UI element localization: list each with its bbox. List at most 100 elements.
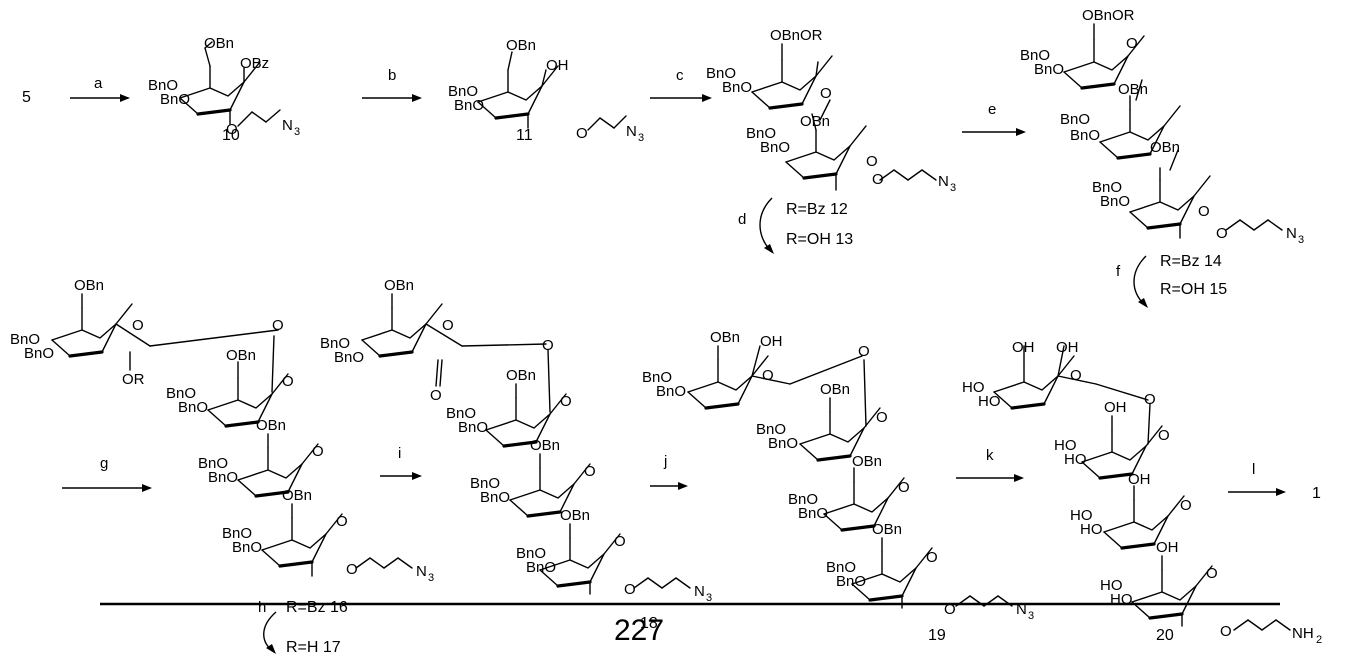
group-obn: OBn [384,277,414,294]
arrow-i-head [412,472,422,480]
ring-oxygen: O [1158,427,1170,444]
azide-n: N [626,123,637,140]
group-bno: BnO [760,139,790,156]
group-obnor: OBnOR [1082,7,1135,24]
ring-oxygen: O [1126,35,1138,52]
arrow-d [759,197,773,253]
ring-oxygen: O [1206,565,1218,582]
ring-oxygen: O [336,513,348,530]
group-bno: BnO [706,65,736,82]
compound-16-label: R=Bz 16 [286,599,348,616]
group-bno: BnO [148,77,178,94]
group-bno: BnO [768,435,798,452]
arrow-j-head [678,482,688,490]
azide-n: N [416,563,427,580]
ring-oxygen: O [614,533,626,550]
group-or: OR [122,371,145,388]
group-bno: BnO [1100,193,1130,210]
group-ho: HO [1064,451,1087,468]
ring-oxygen: O [876,409,888,426]
group-ho: HO [1054,437,1077,454]
product-label: 1 [1312,485,1321,502]
group-obnor: OBnOR [770,27,823,44]
group-bno: BnO [1034,61,1064,78]
step-a-label: a [94,75,103,92]
ring-oxygen: O [898,479,910,496]
group-oh: OH [1056,339,1079,356]
step-i-label: i [398,445,401,462]
group-oh: OH [546,57,569,74]
group-obn: OBn [226,347,256,364]
anomeric-oxygen: O [226,121,238,138]
group-bno: BnO [178,399,208,416]
step-e-label: e [988,101,996,118]
compound-10-label: 10 [222,127,240,144]
group-bno: BnO [722,79,752,96]
step-f-label: f [1116,263,1121,280]
group-obn: OBn [506,367,536,384]
azide-subscript: 3 [950,182,956,194]
amine-nh: NH [1292,625,1314,642]
ring-oxygen: O [762,367,774,384]
group-obn: OBn [820,381,850,398]
compound-14-label: R=Bz 14 [1160,253,1222,270]
group-obn: OBn [530,437,560,454]
group-obn: OBn [560,507,590,524]
group-bno: BnO [826,559,856,576]
group-bno: BnO [798,505,828,522]
group-ho: HO [978,393,1001,410]
group-bno: BnO [166,385,196,402]
compound-17-label: R=H 17 [286,639,341,655]
step-l-label: l [1252,461,1255,478]
azide-subscript: 3 [706,592,712,604]
group-obn: OBn [800,113,830,130]
group-obn: OBn [1150,139,1180,156]
group-obz: OBz [240,55,269,72]
group-bno: BnO [320,335,350,352]
arrow-b-head [412,94,422,102]
group-obn: OBn [710,329,740,346]
group-bno: BnO [1092,179,1122,196]
step-c-label: c [676,67,684,84]
group-bno: BnO [788,491,818,508]
group-bno: BnO [516,545,546,562]
anomeric-oxygen: O [346,561,358,578]
azide-subscript: 3 [1028,610,1034,622]
ring-oxygen: O [926,549,938,566]
arrow-a-head [120,94,130,102]
group-bno: BnO [208,469,238,486]
group-obn: OBn [1118,81,1148,98]
group-bno: BnO [448,83,478,100]
compound-18-structure [360,293,691,595]
azide-subscript: 3 [428,572,434,584]
ring-oxygen: O [584,463,596,480]
arrow-d-head [764,244,774,254]
azide-subscript: 3 [638,132,644,144]
group-obn: OBn [74,277,104,294]
azide-subscript: 3 [1298,234,1304,246]
compound-20-structure [992,345,1291,631]
group-bno: BnO [24,345,54,362]
group-bno: BnO [656,383,686,400]
anomeric-oxygen: O [944,601,956,618]
compound-11-structure [476,51,627,131]
ring-oxygen: O [312,443,324,460]
group-bno: BnO [222,525,252,542]
azide-n: N [1016,601,1027,618]
group-obn: OBn [204,35,234,52]
group-bno: BnO [198,455,228,472]
group-bno: BnO [10,331,40,348]
compound-18-label: 18 [640,615,658,632]
group-bno: BnO [756,421,786,438]
group-bno: BnO [232,539,262,556]
ring-oxygen: O [820,85,832,102]
compound-15-label: R=OH 15 [1160,281,1227,298]
arrow-k-head [1014,474,1024,482]
azide-n: N [282,117,293,134]
azide-n: N [694,583,705,600]
group-bno: BnO [526,559,556,576]
group-ho: HO [962,379,985,396]
compound-11-label: 11 [516,127,533,144]
step-b-label: b [388,67,396,84]
